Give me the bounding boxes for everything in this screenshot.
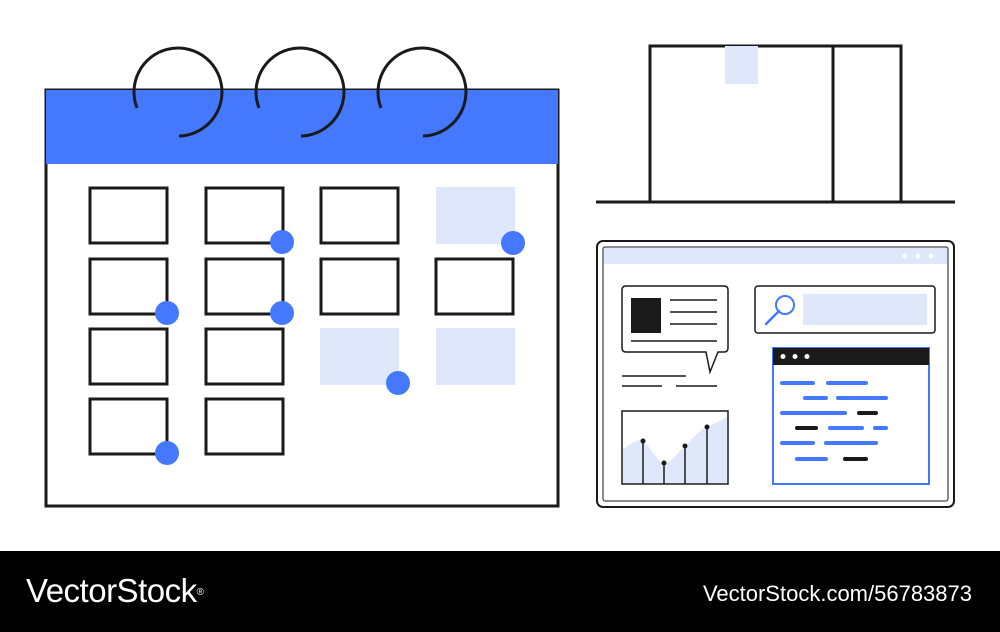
illustration <box>44 44 955 508</box>
box-tape-label <box>725 46 758 84</box>
code-window-titlebar <box>773 348 929 365</box>
calendar-day-cell <box>434 257 515 316</box>
search-bar <box>754 285 936 334</box>
browser-dot-icon <box>915 253 921 259</box>
calendar-day-cell-highlighted <box>320 328 399 385</box>
calendar-event-dot <box>270 301 294 325</box>
chart-point <box>682 443 688 449</box>
calendar-day-cell <box>319 186 400 245</box>
browser-dot-icon <box>902 253 908 259</box>
code-window-dot-icon <box>804 354 810 359</box>
calendar-ring-icon <box>254 46 346 138</box>
code-window-dot-icon <box>780 354 786 359</box>
search-icon <box>775 295 795 315</box>
watermark-bar: VectorStock® VectorStock.com/56783873 <box>0 551 1000 632</box>
calendar-day-cell-highlighted <box>436 328 515 385</box>
calendar-ring-icon <box>376 46 468 138</box>
chat-bubble-icon <box>621 285 729 387</box>
calendar-header <box>46 90 558 164</box>
calendar-ring-icon <box>132 46 224 138</box>
calendar-day-cell <box>88 327 169 386</box>
browser-top-bar <box>604 248 947 264</box>
calendar-icon <box>44 46 560 508</box>
chart-point <box>704 424 710 430</box>
browser-window-icon <box>596 240 955 508</box>
calendar-day-cell-highlighted <box>436 187 515 244</box>
calendar-event-dot <box>501 231 525 255</box>
code-window-dot-icon <box>792 354 798 359</box>
chart-point <box>661 460 667 466</box>
calendar-day-cell <box>204 186 285 245</box>
box-body <box>648 44 903 204</box>
chart-area-fill <box>623 417 727 483</box>
watermark-brand: VectorStock® <box>26 572 204 609</box>
calendar-event-dot <box>155 441 179 465</box>
calendar-day-cell <box>88 186 169 245</box>
calendar-event-dot <box>270 230 294 254</box>
chat-image-thumb <box>631 298 661 333</box>
calendar-event-dot <box>155 301 179 325</box>
box-icon <box>596 44 955 204</box>
code-window-icon <box>772 347 930 485</box>
calendar-day-cell <box>204 257 285 316</box>
code-window-frame <box>772 347 930 485</box>
calendar-event-dot <box>386 371 410 395</box>
calendar-day-cell <box>88 397 169 456</box>
search-input-field <box>803 294 927 325</box>
watermark-registered-mark: ® <box>196 587 204 598</box>
chart-point <box>640 438 646 444</box>
calendar-day-cell <box>204 327 285 386</box>
calendar-day-cell <box>319 257 400 316</box>
watermark-brand-text: VectorStock <box>26 572 197 609</box>
calendar-day-cell <box>88 257 169 316</box>
watermark-image-id: VectorStock.com/56783873 <box>702 581 972 606</box>
search-icon-handle <box>764 309 781 326</box>
browser-dot-icon <box>928 253 934 259</box>
calendar-day-cell <box>204 397 285 456</box>
area-chart-icon <box>621 410 729 485</box>
